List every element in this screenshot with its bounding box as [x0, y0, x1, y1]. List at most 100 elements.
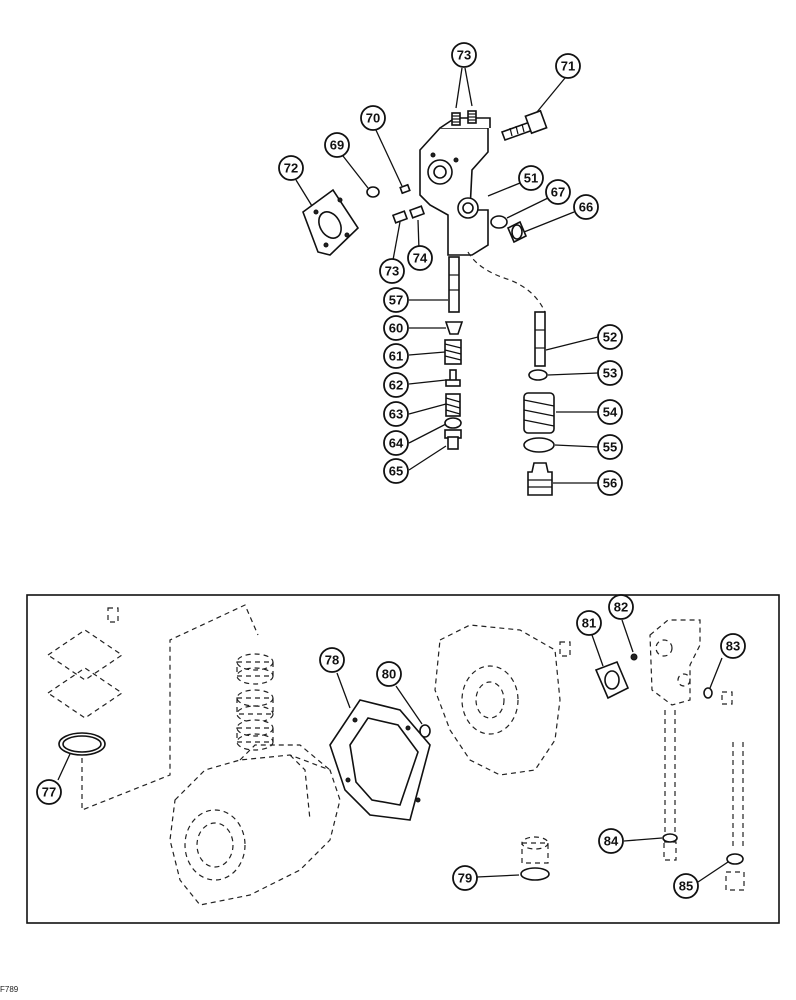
callout-61: 61 [383, 343, 409, 369]
o-ring-80 [419, 724, 431, 738]
o-ring-85 [726, 853, 744, 865]
valve-body-51 [419, 117, 491, 256]
svg-text:57: 57 [389, 293, 403, 308]
callout-67: 67 [545, 179, 571, 205]
callout-62: 62 [383, 372, 409, 398]
ghost-valve-body-right [649, 619, 745, 891]
callout-78: 78 [319, 647, 345, 673]
plug-73-lower [391, 210, 409, 224]
o-ring-84 [662, 833, 678, 843]
callout-82: 82 [608, 594, 634, 620]
svg-text:81: 81 [582, 616, 596, 631]
svg-text:83: 83 [726, 639, 740, 654]
svg-text:61: 61 [389, 349, 403, 364]
svg-text:51: 51 [524, 171, 538, 186]
ghost-gaskets-left [46, 604, 259, 811]
svg-text:63: 63 [389, 407, 403, 422]
callout-65: 65 [383, 458, 409, 484]
callout-57: 57 [383, 287, 409, 313]
o-ring-77 [58, 732, 106, 756]
callout-81: 81 [576, 610, 602, 636]
callout-77: 77 [36, 779, 62, 805]
callout-74: 74 [407, 245, 433, 271]
plug-74 [408, 205, 426, 219]
bolt-71 [500, 109, 548, 142]
cover-72 [302, 188, 360, 256]
plug-73-top-left [451, 112, 461, 126]
svg-text:69: 69 [330, 138, 344, 153]
pin-70 [399, 183, 411, 195]
svg-text:79: 79 [458, 871, 472, 886]
svg-text:65: 65 [389, 464, 403, 479]
spring-54 [523, 392, 555, 434]
seat-60 [444, 321, 464, 335]
svg-text:55: 55 [603, 440, 617, 455]
svg-text:73: 73 [385, 264, 399, 279]
o-ring-67 [490, 215, 508, 229]
ghost-plug [521, 836, 549, 864]
callout-53: 53 [597, 360, 623, 386]
callout-69: 69 [324, 132, 350, 158]
plug-65 [444, 429, 462, 450]
callout-66: 66 [573, 194, 599, 220]
callout-64: 64 [383, 430, 409, 456]
svg-text:77: 77 [42, 785, 56, 800]
ghost-pump-housing [169, 744, 341, 906]
svg-text:52: 52 [603, 330, 617, 345]
upper-leaders [295, 67, 599, 484]
o-ring-69 [366, 186, 380, 198]
o-ring-83 [703, 687, 713, 699]
svg-text:64: 64 [389, 436, 404, 451]
svg-text:72: 72 [284, 161, 298, 176]
callout-56: 56 [597, 470, 623, 496]
seat-53 [528, 369, 548, 381]
callout-80: 80 [376, 661, 402, 687]
lower-leaders [57, 619, 729, 883]
ghost-cover-housing [434, 624, 571, 776]
spool-57 [448, 256, 460, 313]
callout-79: 79 [452, 865, 478, 891]
svg-text:73: 73 [457, 48, 471, 63]
svg-text:67: 67 [551, 185, 565, 200]
spool-52 [534, 311, 546, 367]
o-ring-55 [523, 437, 555, 453]
gasket-78 [329, 699, 431, 821]
svg-text:84: 84 [604, 834, 619, 849]
svg-text:80: 80 [382, 667, 396, 682]
callout-63: 63 [383, 401, 409, 427]
svg-text:82: 82 [614, 600, 628, 615]
callout-52: 52 [597, 324, 623, 350]
svg-text:71: 71 [561, 59, 575, 74]
callout-73-top: 73 [451, 42, 477, 68]
callout-84: 84 [598, 828, 624, 854]
svg-text:74: 74 [413, 251, 428, 266]
callout-85: 85 [673, 873, 699, 899]
spring-63 [445, 393, 461, 417]
ring-82 [630, 653, 638, 661]
callout-72: 72 [278, 155, 304, 181]
poppet-62 [445, 369, 461, 387]
callout-51: 51 [518, 165, 544, 191]
svg-text:85: 85 [679, 879, 693, 894]
cover-81 [594, 660, 630, 700]
callout-83: 83 [720, 633, 746, 659]
ghost-bearings [236, 653, 274, 751]
callout-54: 54 [597, 399, 623, 425]
plug-66 [506, 220, 528, 244]
callout-70: 70 [360, 105, 386, 131]
svg-text:53: 53 [603, 366, 617, 381]
plug-56 [527, 462, 553, 496]
spring-61 [444, 339, 462, 365]
callout-71: 71 [555, 53, 581, 79]
plug-73-top-right [467, 110, 477, 124]
svg-text:56: 56 [603, 476, 617, 491]
figure-id: F789 [0, 985, 19, 994]
svg-text:78: 78 [325, 653, 339, 668]
callout-73-lower: 73 [379, 258, 405, 284]
svg-text:54: 54 [603, 405, 618, 420]
callout-60: 60 [383, 315, 409, 341]
svg-text:62: 62 [389, 378, 403, 393]
lower-assembly-frame [26, 594, 780, 924]
svg-text:60: 60 [389, 321, 403, 336]
